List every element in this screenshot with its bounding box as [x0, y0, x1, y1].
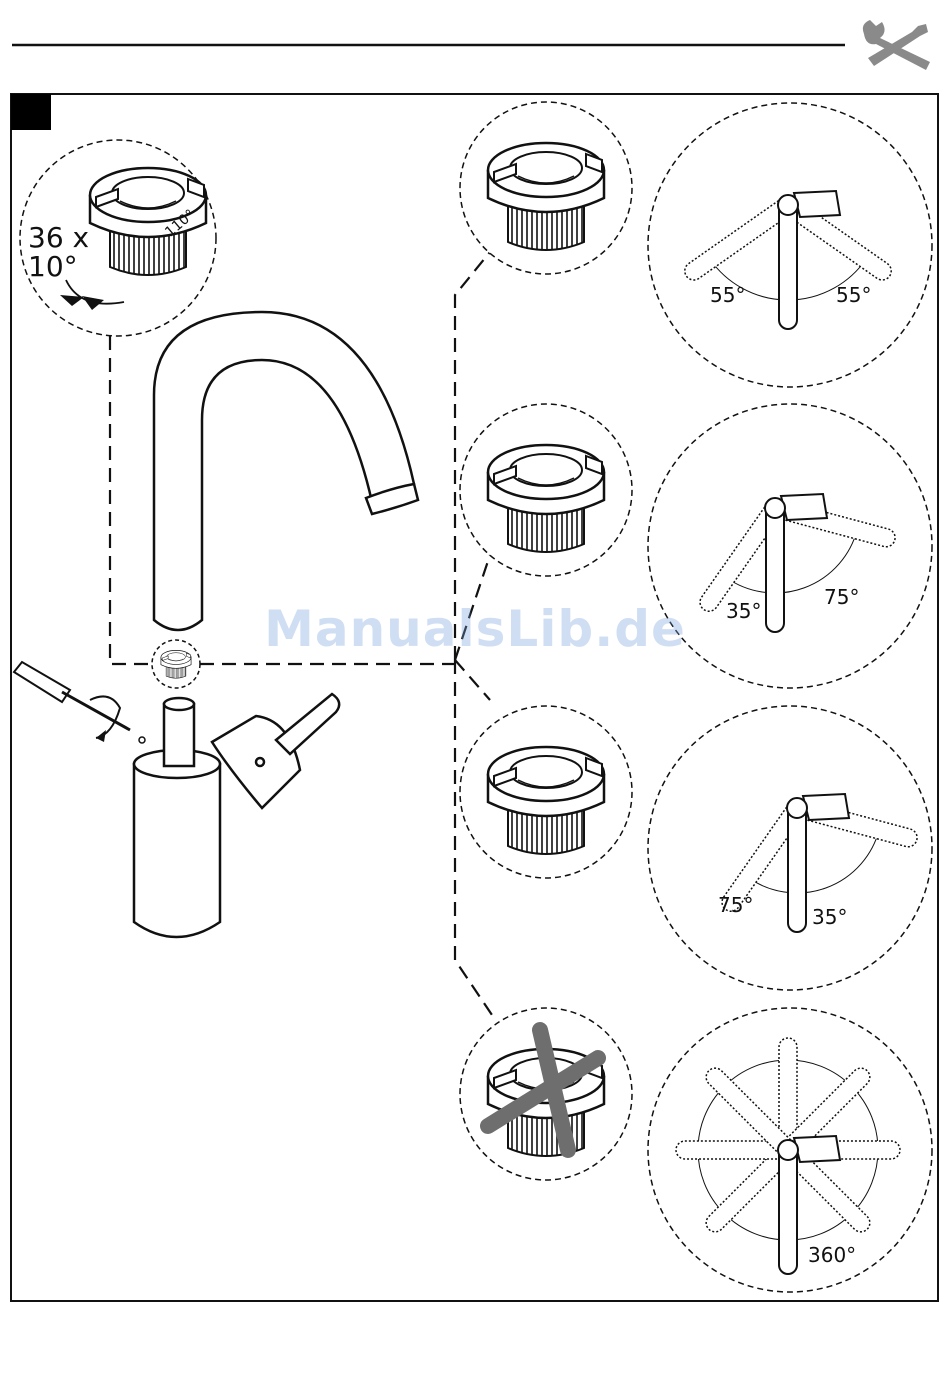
rotation-diagram-2	[648, 404, 932, 688]
option-ring-3	[460, 706, 632, 878]
option-ring-1	[460, 102, 632, 274]
option-1-left-angle: 55°	[710, 283, 745, 307]
mixer-body	[134, 694, 339, 937]
option-2-left-angle: 35°	[726, 599, 761, 623]
option-3-right-angle: 35°	[812, 905, 847, 929]
option-ring-2	[460, 404, 632, 576]
option-4-full-angle: 360°	[808, 1243, 856, 1267]
option-3-left-angle: 75°	[718, 893, 753, 917]
rotation-diagram-4	[648, 1008, 932, 1292]
wrench-screwdriver-icon	[863, 20, 930, 70]
step-marker	[11, 94, 51, 130]
rotation-diagrams	[648, 103, 932, 1292]
option-ring-4-disabled	[460, 1008, 632, 1180]
small-ring-circle	[152, 640, 200, 688]
ring-detail-circle: 110° 36 x 10°	[20, 140, 216, 336]
option-2-right-angle: 75°	[824, 585, 859, 609]
screwdriver	[14, 662, 145, 743]
rotation-diagram-1	[648, 103, 932, 387]
rotation-diagram-3	[648, 706, 932, 990]
ring-angle-label: 10°	[28, 250, 78, 283]
spout	[154, 312, 418, 630]
option-1-right-angle: 55°	[836, 283, 871, 307]
